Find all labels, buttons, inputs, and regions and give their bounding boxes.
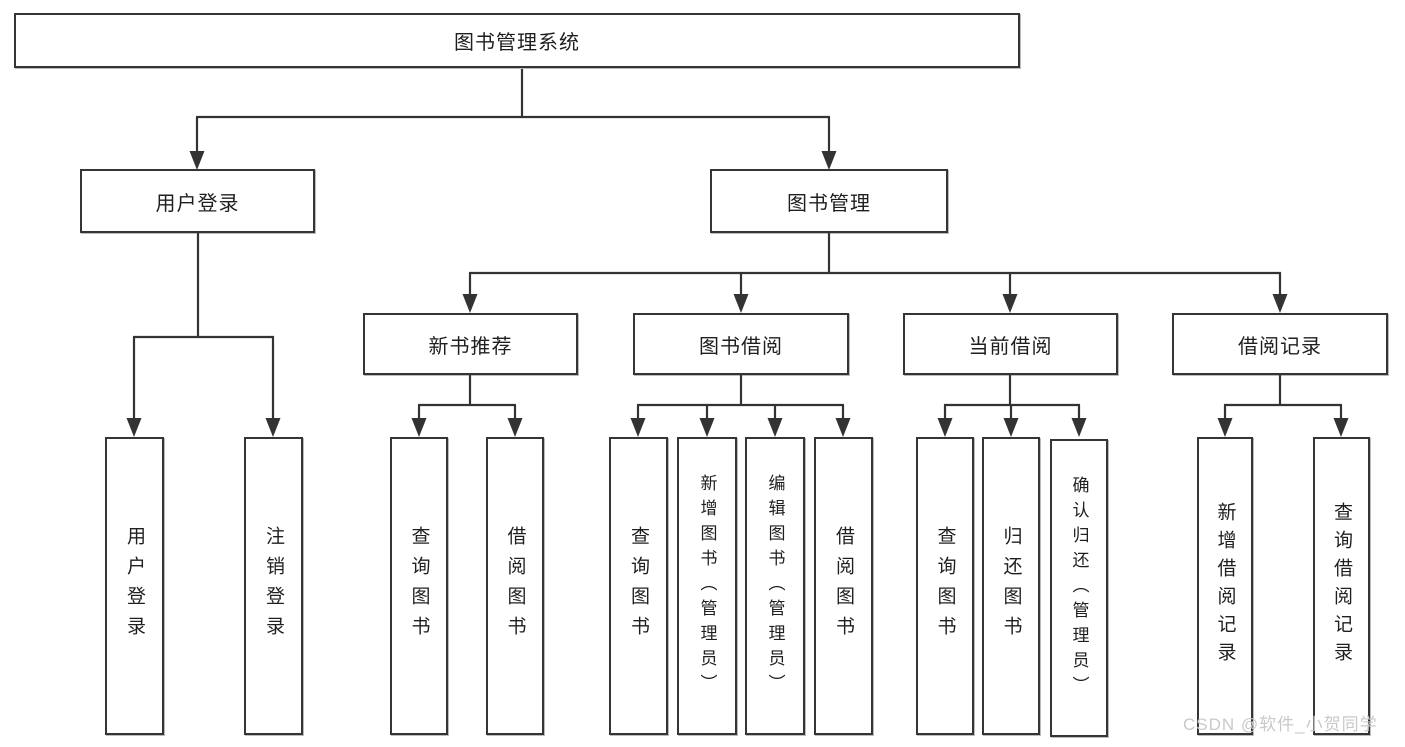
node-book-borrow: 图书借阅 — [633, 313, 849, 375]
leaf-label: 查询借阅记录 — [1331, 502, 1352, 670]
leaf-recommend-borrow-book: 借阅图书 — [486, 437, 544, 735]
leaf-label: 借阅图书 — [504, 526, 526, 646]
leaf-borrow-book: 借阅图书 — [814, 437, 873, 735]
leaf-add-borrow-record: 新增借阅记录 — [1197, 437, 1253, 735]
leaf-label: 新增借阅记录 — [1214, 502, 1236, 670]
leaf-return-book: 归还图书 — [982, 437, 1040, 735]
leaf-label: 查询图书 — [934, 526, 956, 646]
csdn-watermark: CSDN @软件_小贺同学 — [1183, 715, 1378, 734]
leaf-logout: 注销登录 — [244, 437, 303, 735]
node-borrow-records: 借阅记录 — [1172, 313, 1388, 375]
leaf-label: 确认归还（管理员） — [1069, 475, 1089, 701]
leaf-label: 新增图书（管理员） — [697, 473, 717, 699]
leaf-borrow-query-book: 查询图书 — [609, 437, 668, 735]
leaf-recommend-query-book: 查询图书 — [390, 437, 448, 735]
node-book-management-branch: 图书管理 — [710, 169, 948, 233]
leaf-current-query-book: 查询图书 — [916, 437, 974, 735]
leaf-label: 借阅图书 — [833, 526, 854, 646]
leaf-label: 用户登录 — [124, 526, 145, 646]
node-user-login-branch: 用户登录 — [80, 169, 315, 233]
leaf-query-borrow-record: 查询借阅记录 — [1313, 437, 1370, 735]
node-current-borrow: 当前借阅 — [903, 313, 1118, 375]
leaf-add-book-admin: 新增图书（管理员） — [677, 437, 737, 735]
leaf-label: 注销登录 — [263, 526, 284, 646]
leaf-edit-book-admin: 编辑图书（管理员） — [745, 437, 805, 735]
arrowhead-icons — [126, 151, 1349, 437]
leaf-label: 归还图书 — [1000, 526, 1022, 646]
leaf-user-login: 用户登录 — [105, 437, 164, 735]
leaf-label: 编辑图书（管理员） — [765, 473, 785, 699]
node-new-book-recommend: 新书推荐 — [363, 313, 578, 375]
leaf-confirm-return-admin: 确认归还（管理员） — [1050, 439, 1108, 737]
leaf-label: 查询图书 — [628, 526, 649, 646]
node-root-library-system: 图书管理系统 — [14, 13, 1020, 68]
leaf-label: 查询图书 — [408, 526, 430, 646]
